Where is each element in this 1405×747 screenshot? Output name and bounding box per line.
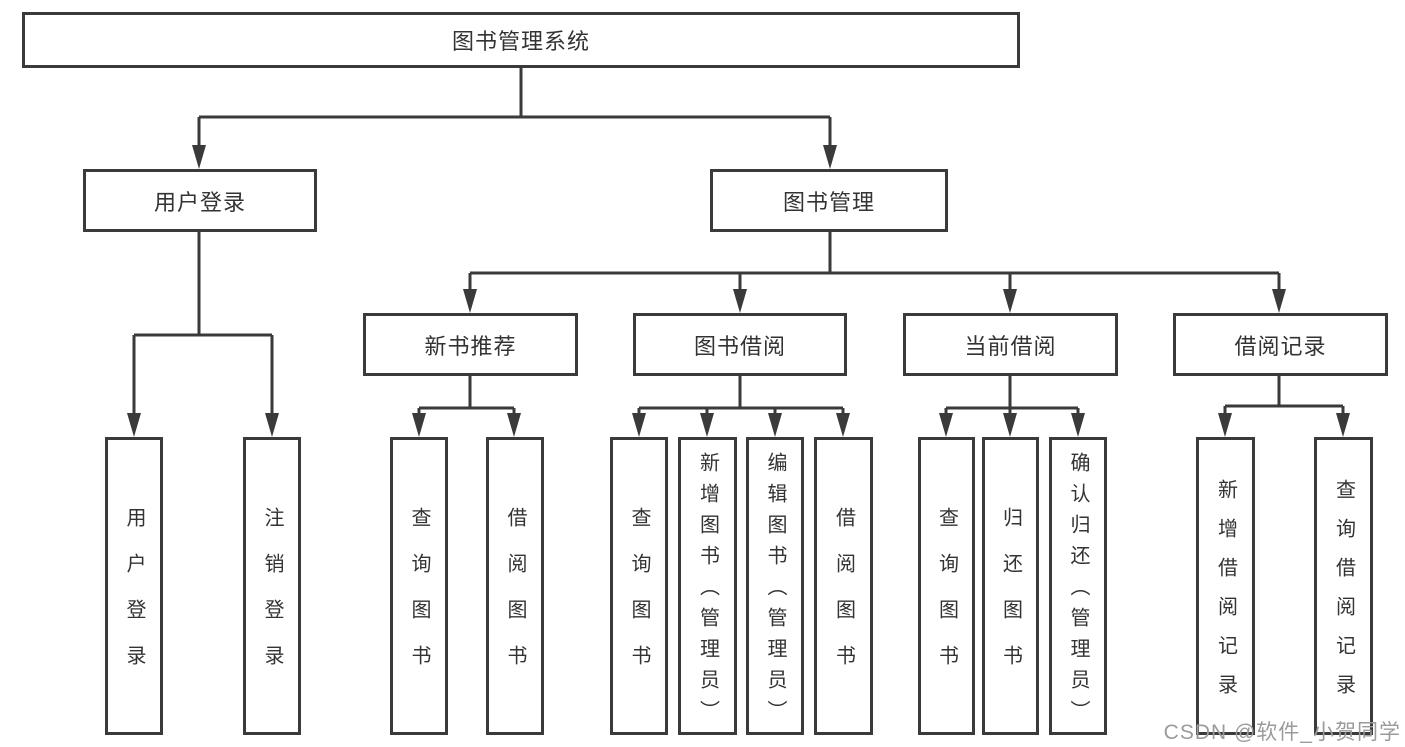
arrowhead-icon (823, 145, 837, 169)
arrowhead-icon (1218, 413, 1232, 437)
node-root: 图书管理系统 (22, 12, 1020, 68)
leaf-borrow-books-recommend: 借阅图书 (486, 437, 544, 735)
node-user-login: 用户登录 (83, 169, 317, 232)
arrowhead-icon (1272, 289, 1286, 313)
arrowhead-icon (1336, 413, 1350, 437)
watermark: CSDN @软件_小贺同学 (1163, 721, 1401, 744)
arrowhead-icon (265, 413, 279, 437)
leaf-borrow-books: 借阅图书 (814, 437, 873, 735)
arrowhead-icon (412, 413, 426, 437)
arrowhead-icon (1003, 289, 1017, 313)
node-book-borrowing: 图书借阅 (633, 313, 847, 376)
arrowhead-icon (768, 413, 782, 437)
leaf-query-books-recommend: 查询图书 (390, 437, 448, 735)
node-new-book-recommend: 新书推荐 (363, 313, 578, 376)
arrowheads (127, 145, 1350, 437)
node-book-management: 图书管理 (710, 169, 948, 232)
leaf-query-books-borrow: 查询图书 (610, 437, 668, 735)
arrowhead-icon (836, 413, 850, 437)
leaf-user-login: 用户登录 (105, 437, 163, 735)
leaf-edit-book-admin: 编辑图书（管理员） (746, 437, 804, 735)
leaf-query-books-current: 查询图书 (918, 437, 975, 735)
arrowhead-icon (463, 289, 477, 313)
arrowhead-icon (632, 413, 646, 437)
leaf-add-borrow-record: 新增借阅记录 (1196, 437, 1255, 735)
arrowhead-icon (127, 413, 141, 437)
node-borrowing-records: 借阅记录 (1173, 313, 1388, 376)
arrowhead-icon (939, 413, 953, 437)
arrowhead-icon (733, 289, 747, 313)
leaf-query-borrow-record: 查询借阅记录 (1314, 437, 1373, 735)
arrowhead-icon (1071, 413, 1085, 437)
leaf-return-books: 归还图书 (982, 437, 1039, 735)
arrowhead-icon (700, 413, 714, 437)
leaf-logout: 注销登录 (243, 437, 301, 735)
arrowhead-icon (507, 413, 521, 437)
arrowhead-icon (1003, 413, 1017, 437)
connector-lines (132, 68, 1345, 432)
arrowhead-icon (192, 145, 206, 169)
leaf-confirm-return-admin: 确认归还（管理员） (1049, 437, 1107, 735)
leaf-add-book-admin: 新增图书（管理员） (678, 437, 737, 735)
node-current-borrowing: 当前借阅 (903, 313, 1118, 376)
